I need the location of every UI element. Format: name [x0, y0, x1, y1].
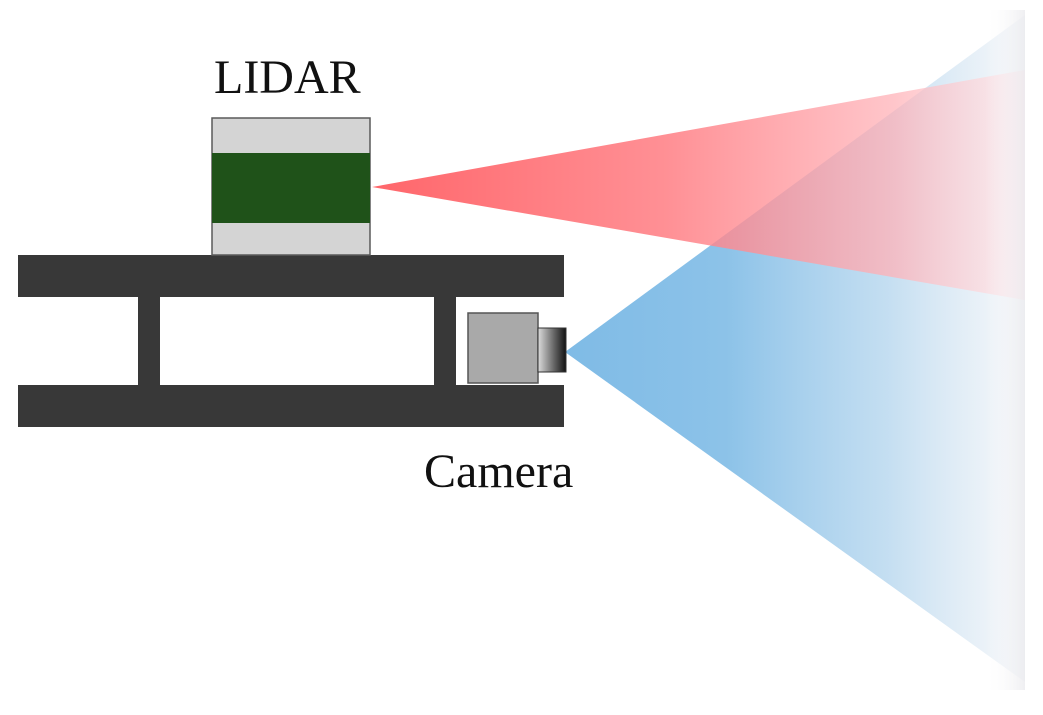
edge-fade — [985, 10, 1025, 690]
mounting-frame — [18, 255, 564, 427]
lidar-label: LIDAR — [214, 51, 361, 104]
camera-sensor-icon — [467, 312, 567, 384]
frame-top-rail — [18, 255, 564, 297]
frame-right-post — [434, 297, 456, 385]
lidar-body — [212, 153, 370, 223]
lidar-sensor-icon — [211, 117, 371, 256]
lidar-beam — [372, 70, 1025, 300]
camera-label: Camera — [424, 445, 573, 498]
camera-body — [467, 312, 539, 384]
camera-lens — [537, 327, 567, 373]
frame-left-post — [138, 297, 160, 385]
frame-bottom-rail — [18, 385, 564, 427]
